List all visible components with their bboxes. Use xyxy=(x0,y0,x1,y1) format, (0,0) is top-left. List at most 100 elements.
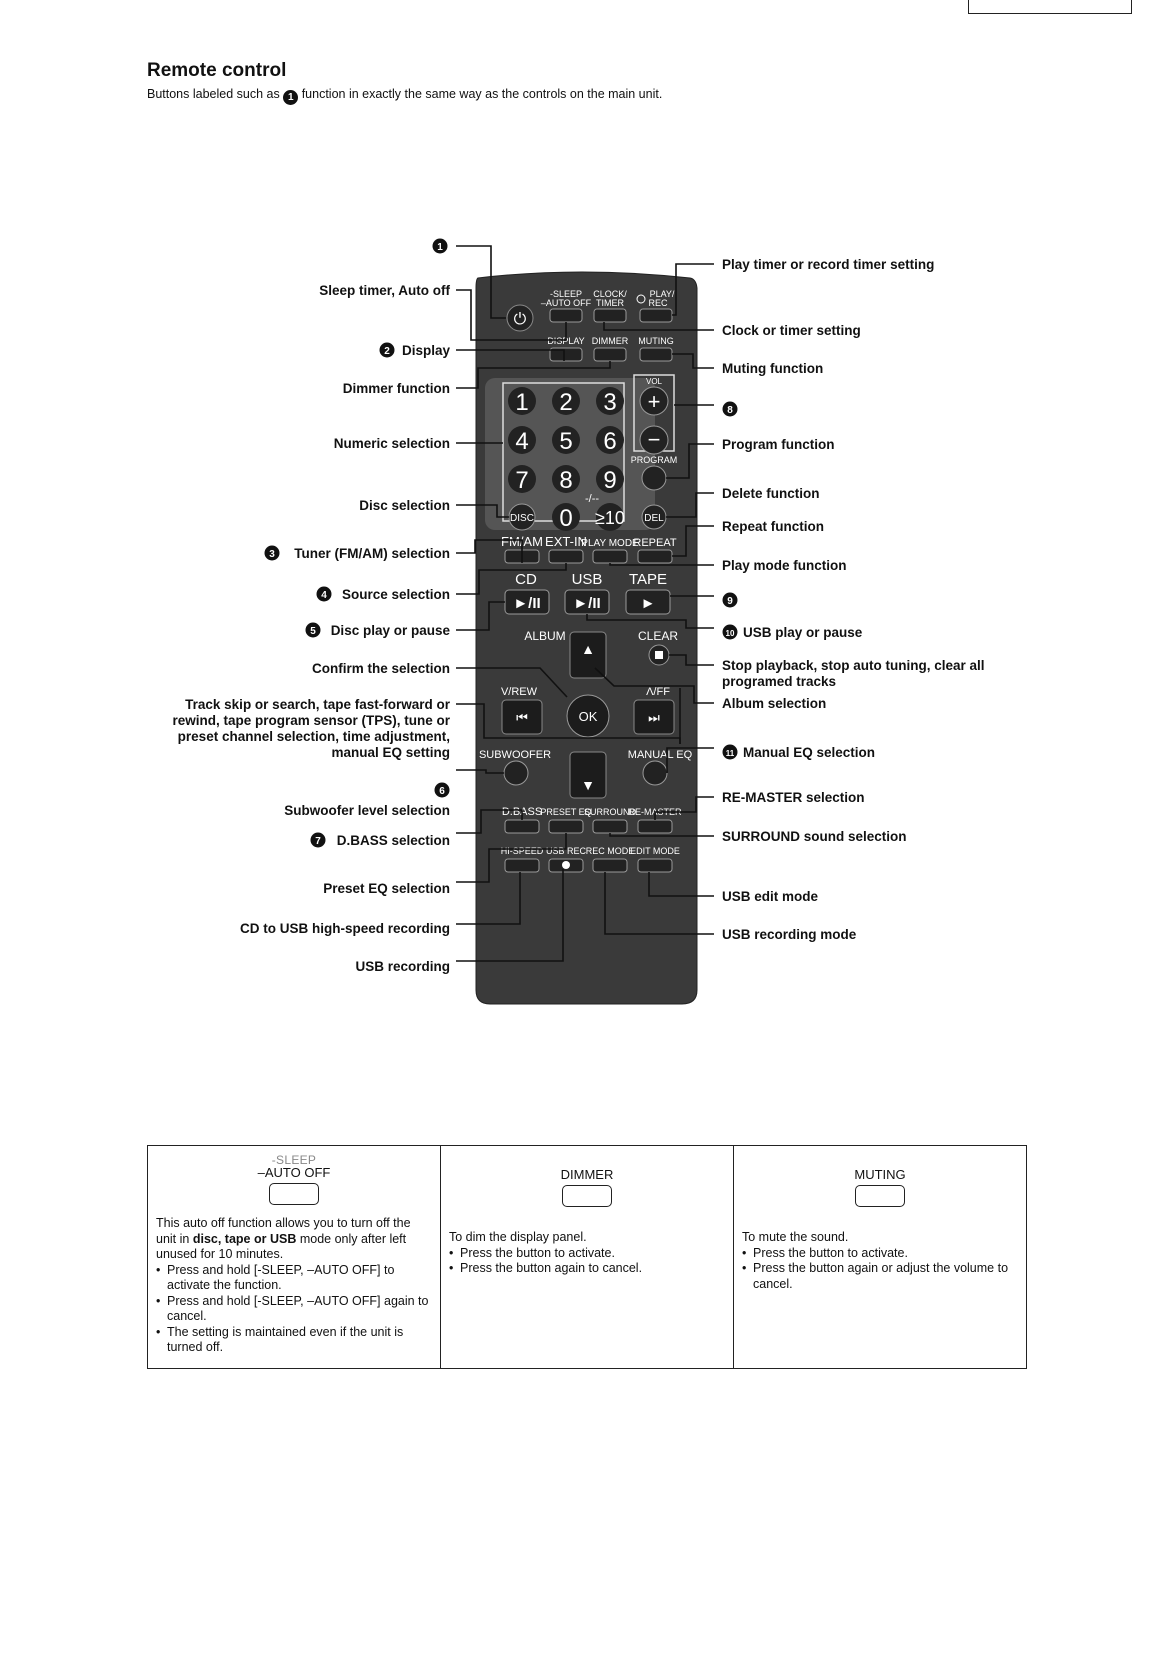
digit-9: 9 xyxy=(603,467,616,494)
notes-dimmer: DIMMER To dim the display panel. Press t… xyxy=(441,1146,734,1368)
clock-timer-button[interactable] xyxy=(593,308,627,323)
preset-eq-button[interactable] xyxy=(548,819,584,834)
tape-label: TAPE xyxy=(629,571,667,588)
label-dimmer: Dimmer function xyxy=(343,381,450,396)
subwoofer-button[interactable] xyxy=(503,760,529,786)
sleep-button[interactable] xyxy=(549,308,583,323)
label-muting: Muting function xyxy=(722,361,823,376)
marker-6: 6 xyxy=(439,786,445,797)
hispeed-button[interactable] xyxy=(504,858,540,873)
marker-6-badge xyxy=(434,782,450,798)
marker-11: 11 xyxy=(726,749,735,758)
sleep-bottom-label: –AUTO OFF xyxy=(541,298,592,308)
label-usb-edit: USB edit mode xyxy=(722,889,819,904)
digit-9-button[interactable] xyxy=(596,465,624,493)
display-button[interactable] xyxy=(549,347,583,362)
digit-3-button[interactable] xyxy=(596,387,624,415)
del-label: DEL xyxy=(644,513,664,524)
ff-label: Λ/FF xyxy=(646,686,670,698)
power-button[interactable] xyxy=(506,304,534,332)
manual-eq-button[interactable] xyxy=(642,760,668,786)
right-callout-labels: Play timer or record timer setting Clock… xyxy=(722,257,985,942)
play-rec-button[interactable] xyxy=(639,308,673,323)
edit-mode-button[interactable] xyxy=(637,858,673,873)
skip-forward-button[interactable] xyxy=(633,699,675,735)
usb-label: USB xyxy=(572,571,603,588)
vol-up-icon: + xyxy=(648,389,661,414)
digit-6: 6 xyxy=(603,428,616,455)
label-play-mode: Play mode function xyxy=(722,558,847,573)
page-subtitle: Buttons labeled such as 1 function in ex… xyxy=(147,87,662,105)
repeat-button[interactable] xyxy=(637,549,673,564)
list-item: Press the button again or adjust the vol… xyxy=(742,1261,1018,1292)
vol-up-button[interactable] xyxy=(639,386,669,416)
clear-label: CLEAR xyxy=(638,629,678,643)
digit-1-button[interactable] xyxy=(508,387,536,415)
marker-5-badge xyxy=(305,622,321,638)
muting-button-illustration: MUTING xyxy=(742,1168,1018,1226)
label-play-timer: Play timer or record timer setting xyxy=(722,257,934,272)
digit-8-button[interactable] xyxy=(552,465,580,493)
digit-6-button[interactable] xyxy=(596,426,624,454)
dimmer-caption: DIMMER xyxy=(560,1167,614,1182)
label-usb-rec-mode: USB recording mode xyxy=(722,927,857,942)
label-manual-eq: Manual EQ selection xyxy=(743,745,875,760)
tape-play-button[interactable] xyxy=(625,589,671,615)
subtitle-after: function in exactly the same way as the … xyxy=(301,87,663,101)
clock-icon xyxy=(636,294,646,304)
label-program: Program function xyxy=(722,437,835,452)
digit-1: 1 xyxy=(515,389,528,416)
album-up-button[interactable] xyxy=(569,631,607,679)
sleep-cap-bottom: –AUTO OFF xyxy=(257,1165,331,1180)
digit-4-button[interactable] xyxy=(508,426,536,454)
muting-caption: MUTING xyxy=(854,1167,906,1182)
label-delete: Delete function xyxy=(722,486,820,501)
muting-label: MUTING xyxy=(638,336,674,346)
digit-5-button[interactable] xyxy=(552,426,580,454)
subtitle-before: Buttons labeled such as xyxy=(147,87,280,101)
ext-in-button[interactable] xyxy=(548,549,584,564)
ok-button[interactable] xyxy=(566,694,610,738)
vol-down-button[interactable] xyxy=(639,425,669,455)
sleep-intro-2: mode only after left unused for 10 minut… xyxy=(156,1231,407,1262)
usb-rec-label: USB REC xyxy=(546,846,587,856)
surround-button[interactable] xyxy=(592,819,628,834)
digit-5: 5 xyxy=(559,428,572,455)
sleep-intro-bold: disc, tape or USB xyxy=(192,1231,297,1246)
play-mode-button[interactable] xyxy=(592,549,628,564)
dimmer-button[interactable] xyxy=(593,347,627,362)
marker-3-badge xyxy=(264,545,280,561)
ge10-button[interactable] xyxy=(596,503,624,531)
marker-2: 2 xyxy=(384,346,390,357)
digit-2-button[interactable] xyxy=(552,387,580,415)
rec-mode-button[interactable] xyxy=(592,858,628,873)
dbass-button[interactable] xyxy=(504,819,540,834)
play-mode-label: PLAY MODE xyxy=(581,538,639,549)
sleep-intro-1: This auto off function allows you to tur… xyxy=(156,1216,411,1246)
digit-0-button[interactable] xyxy=(552,503,580,531)
surround-label: SURROUND xyxy=(584,807,637,817)
usb-play-pause-icon: ►/II xyxy=(573,595,600,612)
skip-back-button[interactable] xyxy=(501,699,543,735)
muting-description: To mute the sound. Press the button to a… xyxy=(742,1230,1018,1292)
dimmer-intro: To dim the display panel. xyxy=(449,1230,587,1244)
label-disc-play: Disc play or pause xyxy=(331,623,451,638)
label-disc: Disc selection xyxy=(359,498,450,513)
play-rec-bottom-label: REC xyxy=(648,298,668,308)
subwoofer-label: SUBWOOFER xyxy=(479,749,551,761)
label-display: Display xyxy=(402,343,451,358)
digit-7-button[interactable] xyxy=(508,465,536,493)
album-down-button[interactable] xyxy=(569,751,607,799)
digit-3: 3 xyxy=(603,389,616,416)
marker-badge: 1 xyxy=(283,90,299,105)
marker-8: 8 xyxy=(727,405,733,416)
dimmer-button-shape xyxy=(562,1185,612,1207)
remaster-button[interactable] xyxy=(637,819,673,834)
cd-play-pause-icon: ►/II xyxy=(513,595,540,612)
remote-diagram: ⏻ -SLEEP –AUTO OFF CLOCK/ TIMER PLAY/ RE… xyxy=(172,238,985,1005)
sleep-top-label: -SLEEP xyxy=(550,289,582,299)
label-album: Album selection xyxy=(722,696,826,711)
muting-button[interactable] xyxy=(639,347,673,362)
program-button[interactable] xyxy=(641,465,667,491)
list-item: Press and hold [-SLEEP, –AUTO OFF] again… xyxy=(156,1294,432,1325)
